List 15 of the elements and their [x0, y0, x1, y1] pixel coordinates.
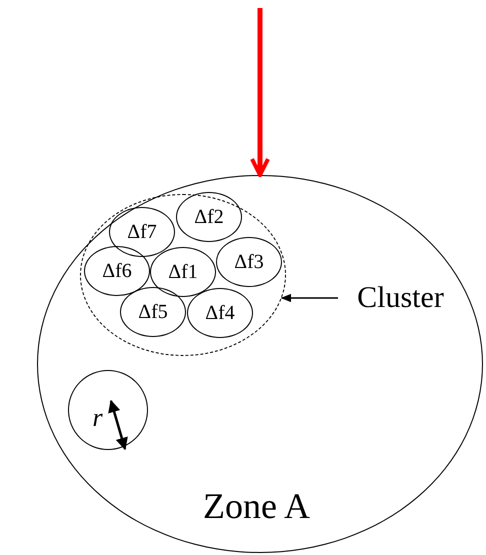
arrow	[280, 294, 338, 302]
cluster-label: Cluster	[338, 278, 464, 318]
cluster-boundary	[80, 194, 286, 356]
zone-ellipse	[37, 175, 483, 553]
subcell-circle: Δf6	[84, 246, 150, 296]
subcell-circle: Δf2	[176, 192, 242, 242]
arrow	[250, 8, 270, 177]
subcell-circle: Δf5	[120, 287, 186, 337]
subcell-circle: Δf7	[109, 207, 175, 257]
subcell-circle: Δf4	[187, 288, 253, 338]
radius-circle	[68, 370, 148, 450]
node-label: Zone A	[203, 488, 310, 524]
subcell-circle: Δf1	[150, 247, 216, 297]
subcell-circle: Δf3	[216, 237, 282, 287]
node-label: r	[92, 404, 103, 430]
